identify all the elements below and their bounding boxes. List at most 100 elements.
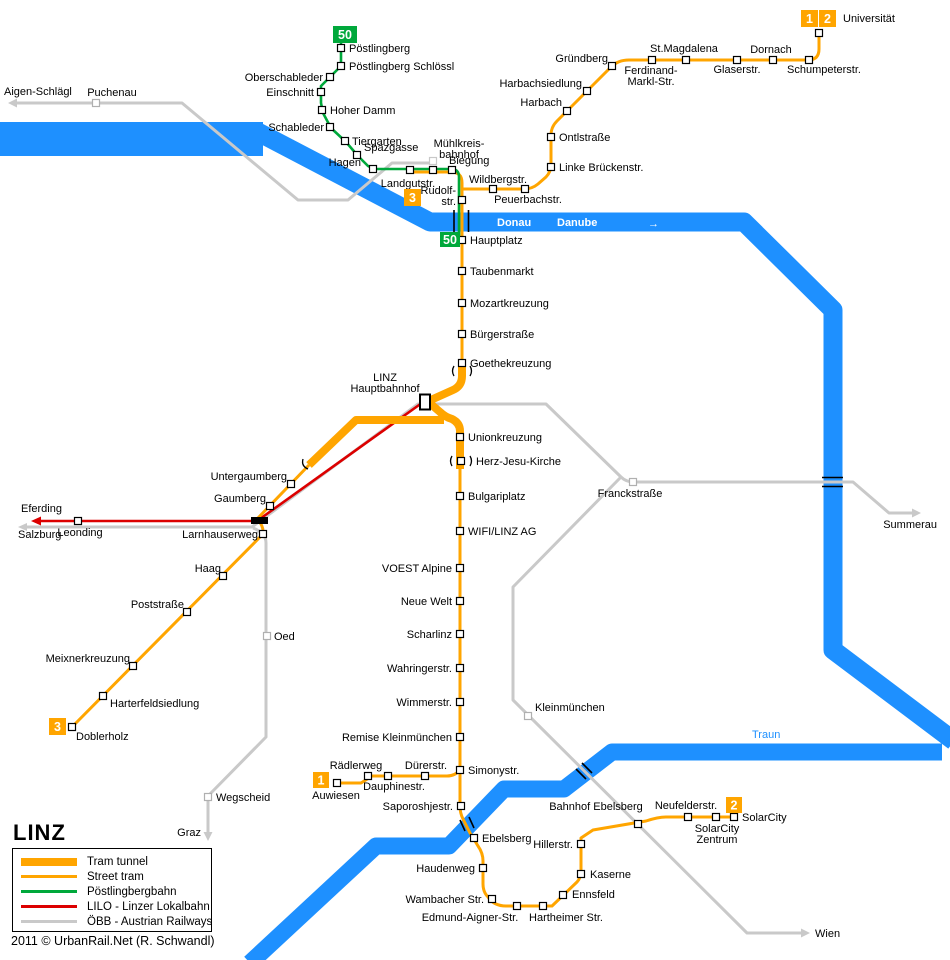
station-label: Spazgasse (364, 142, 418, 154)
station-gaumberg: Gaumberg (214, 493, 275, 511)
station-label: Hoher Damm (330, 105, 395, 117)
station-auwiesen: Auwiesen (312, 778, 360, 802)
badge-number: 50 (338, 28, 352, 42)
station-peuerbachstr: Peuerbachstr. (494, 184, 562, 206)
station-label: Bahnhof Ebelsberg (549, 801, 643, 813)
arrow-aigen-schlaegl (8, 98, 17, 108)
station-kleinm-nchen: Kleinmünchen (523, 702, 605, 721)
station-label: Edmund-Aigner-Str. (422, 912, 519, 924)
line-oebb-muehlkreisbahn (17, 101, 429, 202)
station-marker (325, 72, 335, 82)
arrow-graz (203, 832, 213, 841)
station-marker (455, 765, 465, 775)
station-marker (332, 778, 342, 788)
station-marker (647, 55, 657, 65)
station-marker (729, 812, 739, 822)
station-marker (582, 86, 592, 96)
station-label: Biegung (449, 155, 489, 167)
tunnel-portal-southwest (301, 458, 309, 470)
station-p-stlingberg-schl-ssl: Pöstlingberg Schlössl (336, 61, 454, 73)
station-marker (456, 801, 466, 811)
station-marker (316, 87, 326, 97)
station-label: Schableder (268, 122, 324, 134)
station-marker (325, 122, 335, 132)
station-marker (520, 184, 530, 194)
station-marker (546, 132, 556, 142)
station-label: Rudolf- (421, 185, 457, 197)
line-tram-tunnel (306, 365, 466, 469)
station-marker (336, 61, 346, 71)
station-marker (455, 491, 465, 501)
station-d-rerstr: Dürerstr. (405, 760, 447, 781)
station-label: Puchenau (87, 87, 137, 99)
station-label: Harbach (520, 97, 562, 109)
legend-item-p-stlingbergbahn: Pöstlingbergbahn (21, 884, 211, 899)
station-marker (512, 901, 522, 911)
station-label: Markl-Str. (627, 76, 674, 88)
badge-line1-auwiesen: 1 (313, 772, 329, 788)
station-label: St.Magdalena (650, 43, 719, 55)
station-label: Dürerstr. (405, 760, 447, 772)
station-label: Harbachsiedlung (499, 78, 582, 90)
station-marker (258, 529, 268, 539)
tunnel-portal-goethekreuzung-b (469, 365, 473, 377)
station-simonystr: Simonystr. (455, 765, 519, 777)
legend-item-lilo-linzer-lokalbahn: LILO - Linzer Lokalbahn (21, 899, 211, 914)
badge-number: 1 (806, 12, 813, 26)
legend-swatch-tunnel (21, 857, 77, 866)
station-label: Ennsfeld (572, 889, 615, 901)
station-p-stlingberg: Pöstlingberg (336, 43, 410, 55)
station-label: Goethekreuzung (470, 358, 551, 370)
station-marker (768, 55, 778, 65)
station-wambacher-str: Wambacher Str. (406, 894, 497, 906)
station-label: Glaserstr. (713, 64, 760, 76)
station-m-hlkreisbahnhof-bb-terminal (428, 156, 438, 166)
station-marker (455, 663, 465, 673)
badge-line2-solarcity: 2 (726, 797, 742, 813)
station-label: Zentrum (697, 834, 738, 846)
station-label: Landgutstr. (381, 178, 435, 190)
station-marker (428, 165, 438, 175)
legend-label: Street tram (87, 870, 144, 883)
station-tiergarten: Tiergarten (340, 136, 402, 148)
station-wifi-linz-ag: WIFI/LINZ AG (455, 526, 536, 538)
station-wildbergstr: Wildbergstr. (469, 174, 527, 194)
arrow-summerau (912, 508, 921, 518)
station-marker (478, 863, 488, 873)
station-harbachsiedlung: Harbachsiedlung (499, 78, 592, 96)
tunnel-portal-goethekreuzung-a (451, 365, 455, 377)
station-label: Mozartkreuzung (470, 298, 549, 310)
station-label: Mühlkreis- (434, 138, 485, 150)
legend-swatch-gray (21, 920, 77, 923)
station-marker (182, 607, 192, 617)
station-label: Simonystr. (468, 765, 519, 777)
station-franckstra-e: Franckstraße (598, 477, 662, 500)
station-taubenmarkt: Taubenmarkt (457, 266, 534, 278)
station-label: Remise Kleinmünchen (342, 732, 452, 744)
badge-box (404, 189, 421, 206)
station-kaserne: Kaserne (576, 869, 631, 881)
station-label: Rädlerweg (330, 760, 383, 772)
station-label: Wimmerstr. (396, 697, 452, 709)
station-oed: Oed (262, 631, 295, 643)
station-hagen: Hagen (329, 157, 378, 174)
station-oberschableder: Oberschableder (245, 72, 335, 84)
station-larnhauserweg: Larnhauserweg (182, 529, 268, 541)
river-label-traun: Traun (752, 729, 780, 741)
station-label: Hauptbahnhof (350, 383, 420, 395)
station-label: Saporoshjestr. (383, 801, 453, 813)
station-landgutstr: Landgutstr. (381, 165, 435, 190)
legend-item-bb-austrian-railways: ÖBB - Austrian Railways (21, 914, 212, 929)
destination-label-salzburg: Salzburg (18, 529, 61, 541)
station-label: VOEST Alpine (382, 563, 452, 575)
station-label: Dauphinestr. (363, 781, 425, 793)
station-poststra-e: Poststraße (131, 599, 192, 617)
river-label-donau: Donau (497, 217, 531, 229)
destination-label-wien: Wien (815, 928, 840, 940)
badge-line50-poestlingberg: 50 (333, 26, 357, 43)
station-marker (576, 869, 586, 879)
arrow-eferding (31, 516, 41, 526)
bridge-tram-traun-b (468, 816, 475, 829)
station-spazgasse: Spazgasse (352, 142, 418, 160)
